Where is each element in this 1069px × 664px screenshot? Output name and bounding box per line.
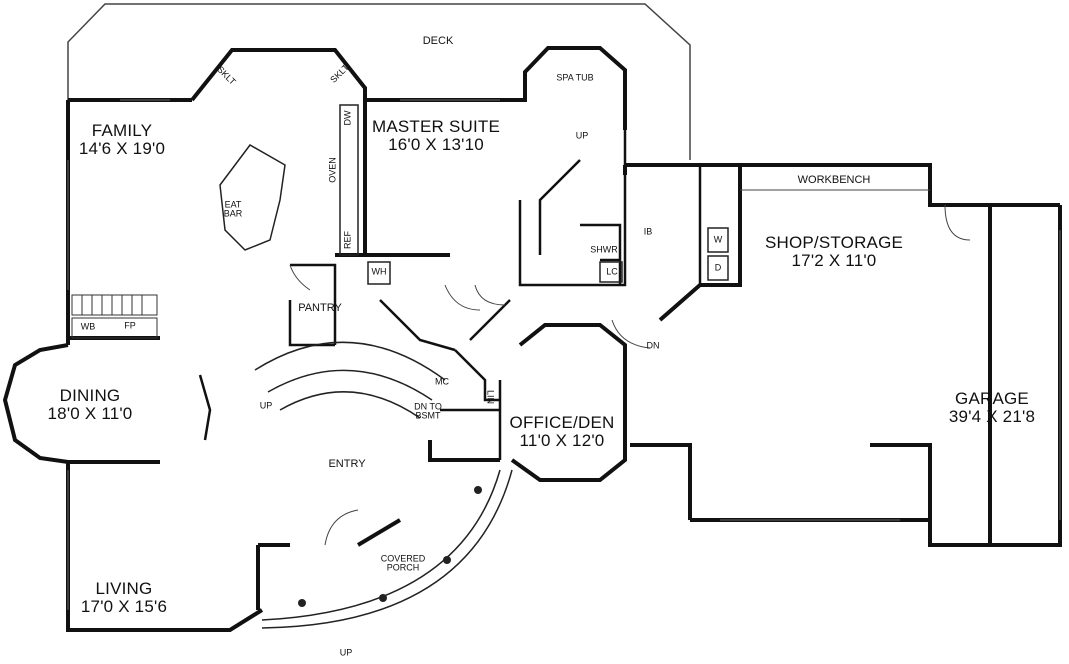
garage-dim: 39'4 X 21'8 xyxy=(948,407,1036,426)
ib-label: IB xyxy=(643,226,653,237)
porch-curve xyxy=(261,469,513,629)
up-porch-label: UP xyxy=(339,647,353,658)
washer-label: W xyxy=(713,234,723,245)
up-bath-label: UP xyxy=(575,130,589,141)
covered-porch-text: COVERED PORCH xyxy=(380,553,426,573)
wb-label: WB xyxy=(80,321,96,332)
living-dim: 17'0 X 15'6 xyxy=(80,597,168,616)
eat-bar-text: EAT BAR xyxy=(223,199,243,219)
master-label: MASTER SUITE 16'0 X 13'10 xyxy=(372,118,500,154)
oven-label: OVEN xyxy=(327,157,338,183)
deck-label: DECK xyxy=(422,35,454,48)
pantry-label: PANTRY xyxy=(298,302,342,315)
dn-to-bsmt-text: DN TO BSMT xyxy=(414,401,442,421)
covered-porch-label: COVERED PORCH xyxy=(377,553,429,574)
fp-label: FP xyxy=(124,320,136,331)
kitchen-island xyxy=(219,104,359,256)
living-name: LIVING xyxy=(95,579,153,599)
wh-label: WH xyxy=(371,266,387,277)
dn-label: DN xyxy=(646,340,660,351)
dw-label: DW xyxy=(342,110,353,126)
dining-name: DINING xyxy=(59,386,121,406)
up-stair-label: UP xyxy=(259,400,273,411)
office-label: OFFICE/DEN 11'0 X 12'0 xyxy=(510,414,615,450)
garage-label: GARAGE 39'4 X 21'8 xyxy=(949,390,1035,426)
dining-dim: 18'0 X 11'0 xyxy=(47,404,133,423)
fireplace xyxy=(71,294,158,339)
office-dim: 11'0 X 12'0 xyxy=(519,431,605,450)
dn-to-bsmt-label: DN TO BSMT xyxy=(408,401,448,422)
master-dim: 16'0 X 13'10 xyxy=(388,135,484,154)
deck-outline xyxy=(67,3,691,160)
family-dim: 14'6 X 19'0 xyxy=(78,139,166,158)
eat-bar-label: EAT BAR xyxy=(216,199,250,220)
living-label: LIVING 17'0 X 15'6 xyxy=(81,580,167,616)
shwr-label: SHWR xyxy=(590,244,618,255)
stair xyxy=(254,341,446,419)
door-swings xyxy=(289,204,971,546)
interior-walls xyxy=(198,130,702,460)
garage-name: GARAGE xyxy=(955,389,1029,409)
shop-name: SHOP/STORAGE xyxy=(764,233,904,253)
dryer-label: D xyxy=(714,262,722,273)
lin-label: LIN xyxy=(485,389,496,405)
entry-label: ENTRY xyxy=(328,458,366,471)
porch-posts xyxy=(298,486,482,607)
dining-label: DINING 18'0 X 11'0 xyxy=(48,387,133,423)
lc-label: LC xyxy=(606,266,618,277)
ref-label: REF xyxy=(342,231,353,249)
family-label: FAMILY 14'6 X 19'0 xyxy=(79,122,165,158)
laundry-boxes xyxy=(367,227,729,285)
master-name: MASTER SUITE xyxy=(371,117,501,137)
workbench-label: WORKBENCH xyxy=(797,174,871,187)
spa-tub-label: SPA TUB xyxy=(556,72,594,83)
shop-label: SHOP/STORAGE 17'2 X 11'0 xyxy=(765,234,903,270)
mc-label: MC xyxy=(435,376,449,387)
office-name: OFFICE/DEN xyxy=(509,413,615,433)
shop-dim: 17'2 X 11'0 xyxy=(791,251,877,270)
family-name: FAMILY xyxy=(91,121,153,141)
windows xyxy=(67,99,1061,610)
